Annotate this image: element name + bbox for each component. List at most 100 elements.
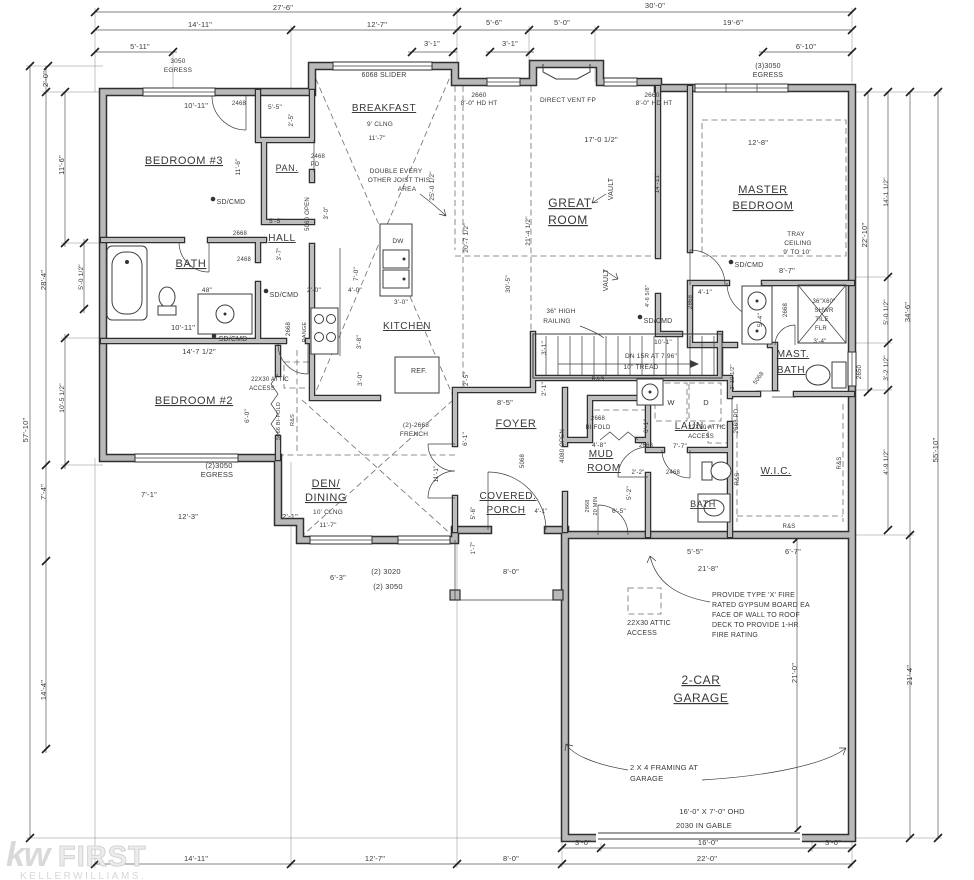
dim-label: 5'-4" <box>757 313 764 327</box>
room-laundry: LAUN. <box>675 421 707 432</box>
dim-label: (2)3050 <box>205 461 232 470</box>
dim-label: SD/CMD <box>217 199 246 206</box>
room-master-bath-1: MAST. <box>777 349 809 360</box>
room-hall: HALL <box>268 233 295 244</box>
dim-label: BI-FOLD <box>585 425 611 431</box>
note-fire-3: FACE OF WALL TO ROOF <box>712 612 800 619</box>
dim-label: 10'-5 1/2" <box>59 383 66 413</box>
dim-label: 2'-10 1/2" <box>730 364 736 389</box>
dim-label: RANGE <box>302 322 308 343</box>
dim-label: 30'-5" <box>505 275 512 293</box>
dim-label: SD/CMD <box>219 336 248 343</box>
dim-label: 3'-8" <box>356 335 363 349</box>
labels-layer: 27'-6"30'-0"14'-11"12'-7"5'-6"5'-0"19'-6… <box>6 1 940 880</box>
master-shower <box>797 284 847 344</box>
dim-label: 6'-3" <box>330 573 346 582</box>
note-fire-2: RATED GYPSUM BOARD EA <box>712 602 810 609</box>
dim-label: 3'-0" <box>394 299 408 306</box>
dim-label: R&S <box>735 473 741 486</box>
dim-label: 2868 <box>688 294 694 309</box>
dim-label: 12'-8" <box>748 138 768 147</box>
dim-label: 11'-7" <box>319 522 337 529</box>
note-framing-1: 2 X 4 FRAMING AT <box>630 763 698 772</box>
dim-label: 10'-11" <box>171 323 195 332</box>
dim-label: 5'-5" <box>687 547 703 556</box>
dim-label: 3050 <box>170 58 185 65</box>
dim-label: ACCESS <box>627 630 657 637</box>
dim-label: (3)3050 <box>755 63 781 70</box>
dim-label: D <box>703 398 709 407</box>
dim-label: 16'-0" X 7'-0" OHD <box>679 807 745 816</box>
room-kitchen: KITCHEN <box>383 321 431 332</box>
room-master-bath-2: BATH <box>777 365 805 376</box>
dim-label: SD/CMD <box>270 292 299 299</box>
dim-label: 6'-0" <box>244 409 251 423</box>
leader-lines <box>419 193 847 781</box>
dim-label: 21'-4" <box>905 665 914 685</box>
dim-label: 5'-0" <box>554 18 570 27</box>
exterior-walls <box>103 64 852 838</box>
dim-label: 27'-6" <box>273 3 293 12</box>
dim-label: 4'-1" <box>535 509 548 515</box>
dim-label: 2468 <box>237 257 252 263</box>
room-den: DEN/ <box>312 478 341 490</box>
dim-label: 4080 OPEN <box>560 429 566 463</box>
logo-kw: kw <box>6 836 53 874</box>
dim-label: DW <box>392 238 404 245</box>
sd-cmd-dot <box>637 314 643 320</box>
dim-label: 4'-8" <box>592 442 606 449</box>
dim-label: 22X30 ATTIC <box>688 425 726 431</box>
dim-label: 2'-5" <box>289 114 295 127</box>
note-fire-4: DECK TO PROVIDE 1-HR <box>712 622 799 629</box>
dim-label: 10" TREAD <box>623 364 658 371</box>
dim-label: 8'-5" <box>497 398 513 407</box>
note-joist-3: AREA <box>398 186 417 193</box>
room-garage-2: GARAGE <box>674 691 729 705</box>
dim-label: 22'-10" <box>860 223 869 248</box>
dim-label: 5'-6" <box>471 507 477 520</box>
dim-label: 34'-6" <box>903 302 912 322</box>
dim-label: 5066 BI-FOLD <box>276 402 282 440</box>
dim-label: 9' CLNG <box>367 121 393 128</box>
room-great-1: GREAT <box>548 196 592 210</box>
dim-label: SD/CMD <box>735 262 764 269</box>
range <box>310 307 339 355</box>
dim-label: TILE <box>815 317 828 323</box>
room-bedroom-2: BEDROOM #2 <box>155 395 233 407</box>
kitchen-sink <box>382 249 410 269</box>
dim-label: 11'-6" <box>57 155 66 175</box>
room-den2: DINING <box>305 492 347 504</box>
dim-label: 28'-4" <box>39 270 48 290</box>
dim-label: 6'-5" <box>612 508 626 515</box>
dim-label: 3'-0" <box>324 207 330 220</box>
dim-label: 22'-0" <box>697 854 717 863</box>
dim-label: 2668 <box>286 321 292 336</box>
refrigerator <box>394 356 440 394</box>
room-porch-1: COVERED. <box>479 491 536 502</box>
dim-label: DN 15R AT 7.96" <box>625 353 678 360</box>
dim-label: RAILING <box>543 318 570 325</box>
dim-label: 14'-11" <box>184 854 208 863</box>
dim-label: VAULT <box>603 268 610 291</box>
dim-label: FLR <box>815 326 827 332</box>
doors <box>178 95 796 536</box>
note-fire-1: PROVIDE TYPE 'X' FIRE <box>712 592 795 599</box>
room-bedroom-3: BEDROOM #3 <box>145 155 223 167</box>
dim-label: 2660 <box>471 92 486 99</box>
dim-label: 5068 <box>753 371 766 386</box>
dim-label: 10' CLNG <box>313 509 343 516</box>
dim-label: (2)-2668 <box>403 422 429 429</box>
dim-label: 3'-0" <box>825 838 841 847</box>
dim-label: 5'-5" <box>268 104 282 111</box>
dim-label: 14'-1 1/2" <box>883 177 890 207</box>
dim-label: 7'-0" <box>353 267 360 281</box>
vanity-bath2 <box>697 493 731 523</box>
dimension-lines <box>25 7 943 869</box>
dim-label: 11'-1" <box>433 465 440 483</box>
dim-label: DIRECT VENT FP <box>540 97 596 104</box>
dim-label: 14'-4" <box>39 680 48 700</box>
dim-label: R&S <box>592 377 605 383</box>
room-great-2: ROOM <box>548 213 588 227</box>
dim-label: 6'-1" <box>462 432 469 446</box>
